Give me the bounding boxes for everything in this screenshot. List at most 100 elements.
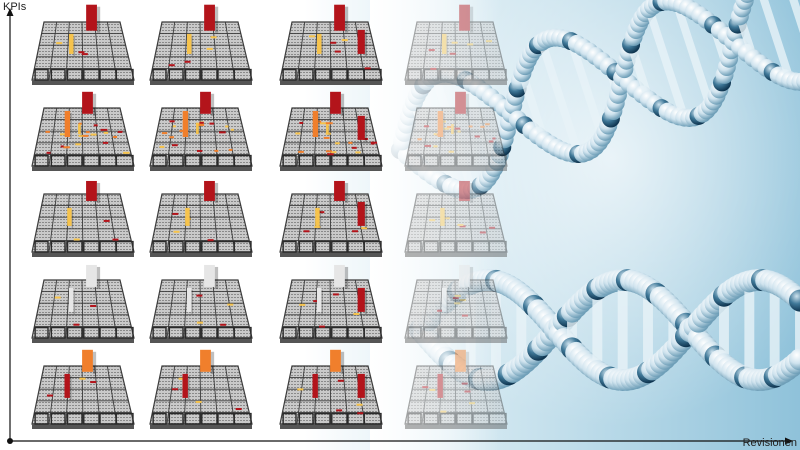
tile-grid-line [454,279,457,339]
tile-block [66,154,83,167]
kpi-bar [200,349,211,372]
kpi-bar-shade [96,6,101,33]
tile-marker [480,125,485,128]
kpi-tile [404,91,508,171]
tile-grid-line [467,193,474,253]
tile-block [184,412,201,425]
kpi-bar-shade [214,6,219,33]
tile-block [34,154,49,167]
kpi-bar-shade [214,266,219,289]
tile-marker [206,47,213,50]
tile-marker [319,122,327,125]
kpi-bar-shade [344,6,349,33]
kpi-tile [31,264,135,343]
tile-marker [363,137,368,140]
kpi-bar [357,373,365,398]
tile-side [405,424,507,429]
tile-block [298,326,314,339]
tile-grid-line [479,193,491,253]
tile-grid-line [166,21,176,81]
tile-marker [459,225,466,228]
tile-marker [485,40,492,43]
kpi-tile-grid [31,4,508,429]
kpi-bar [204,264,215,287]
tile-marker [433,145,438,148]
tile-block [407,154,422,167]
tile-block [50,240,66,253]
dna-rung [518,71,549,142]
tile-grid-line [166,365,176,425]
tile-marker [63,146,70,149]
kpi-bar-shade [214,182,219,203]
kpi-bar-shade [191,289,193,314]
tile-marker [102,141,109,144]
tile-side [150,424,252,429]
tile-block [472,240,490,253]
tile-marker [73,323,80,326]
tile-block [456,68,473,81]
tile-block [83,68,100,81]
kpi-tile [31,4,135,85]
tile-block [115,412,134,425]
kpi-bar-shade [465,93,470,116]
tile-grid-line [199,21,202,81]
tile-marker [209,122,215,125]
tile-marker [356,403,363,406]
tile-block [152,154,167,167]
kpi-bar [440,207,445,226]
tile-marker [315,120,322,123]
tile-marker [452,297,459,300]
tile-grid-line [296,21,306,81]
tile-grid-line [479,21,491,81]
tile-marker [428,49,435,52]
tile-marker [318,325,325,328]
dna-bead [740,0,754,3]
tile-block [282,240,297,253]
tile-grid-line [438,279,443,339]
kpi-tile [404,180,508,257]
tile-marker [341,39,348,42]
tile-marker [123,151,130,154]
tile-block [488,154,507,167]
tile-block [423,240,439,253]
tile-grid-line [479,279,491,339]
tile-marker [295,132,301,135]
tile-marker [469,402,476,405]
x-axis-label: Revisionen [742,437,797,449]
tile-top [404,193,508,253]
tile-marker [235,408,242,411]
tile-marker [492,137,496,140]
tile-marker [337,379,344,382]
kpi-bar-shade [465,351,470,374]
kpi-bar-shade [469,182,474,203]
tile-marker [172,212,179,215]
kpi-bar-shade [328,126,330,137]
tile-block [314,154,331,167]
tile-grid-line [421,365,431,425]
axes [6,8,793,445]
tile-side [405,80,507,85]
tile-marker [355,151,361,154]
tile-grid-line [467,365,474,425]
tile-marker [332,293,339,296]
tile-grid-line [329,21,332,81]
tile-block [314,412,331,425]
tile-grid-line [454,107,457,167]
tile-marker [468,125,473,128]
tile-marker [46,151,51,154]
kpi-tile [279,349,383,429]
tile-block [423,412,439,425]
tile-top [404,107,508,167]
tile-block [407,326,422,339]
tile-side [150,338,252,343]
tile-block [184,326,201,339]
tile-marker [460,299,467,302]
tile-marker [417,138,422,141]
tile-block [184,240,201,253]
kpi-bar [86,4,97,31]
kpi-tile [404,349,508,429]
tile-block [363,68,382,81]
tile-marker [184,60,191,63]
tile-block [50,68,66,81]
tile-grid-line [296,279,306,339]
